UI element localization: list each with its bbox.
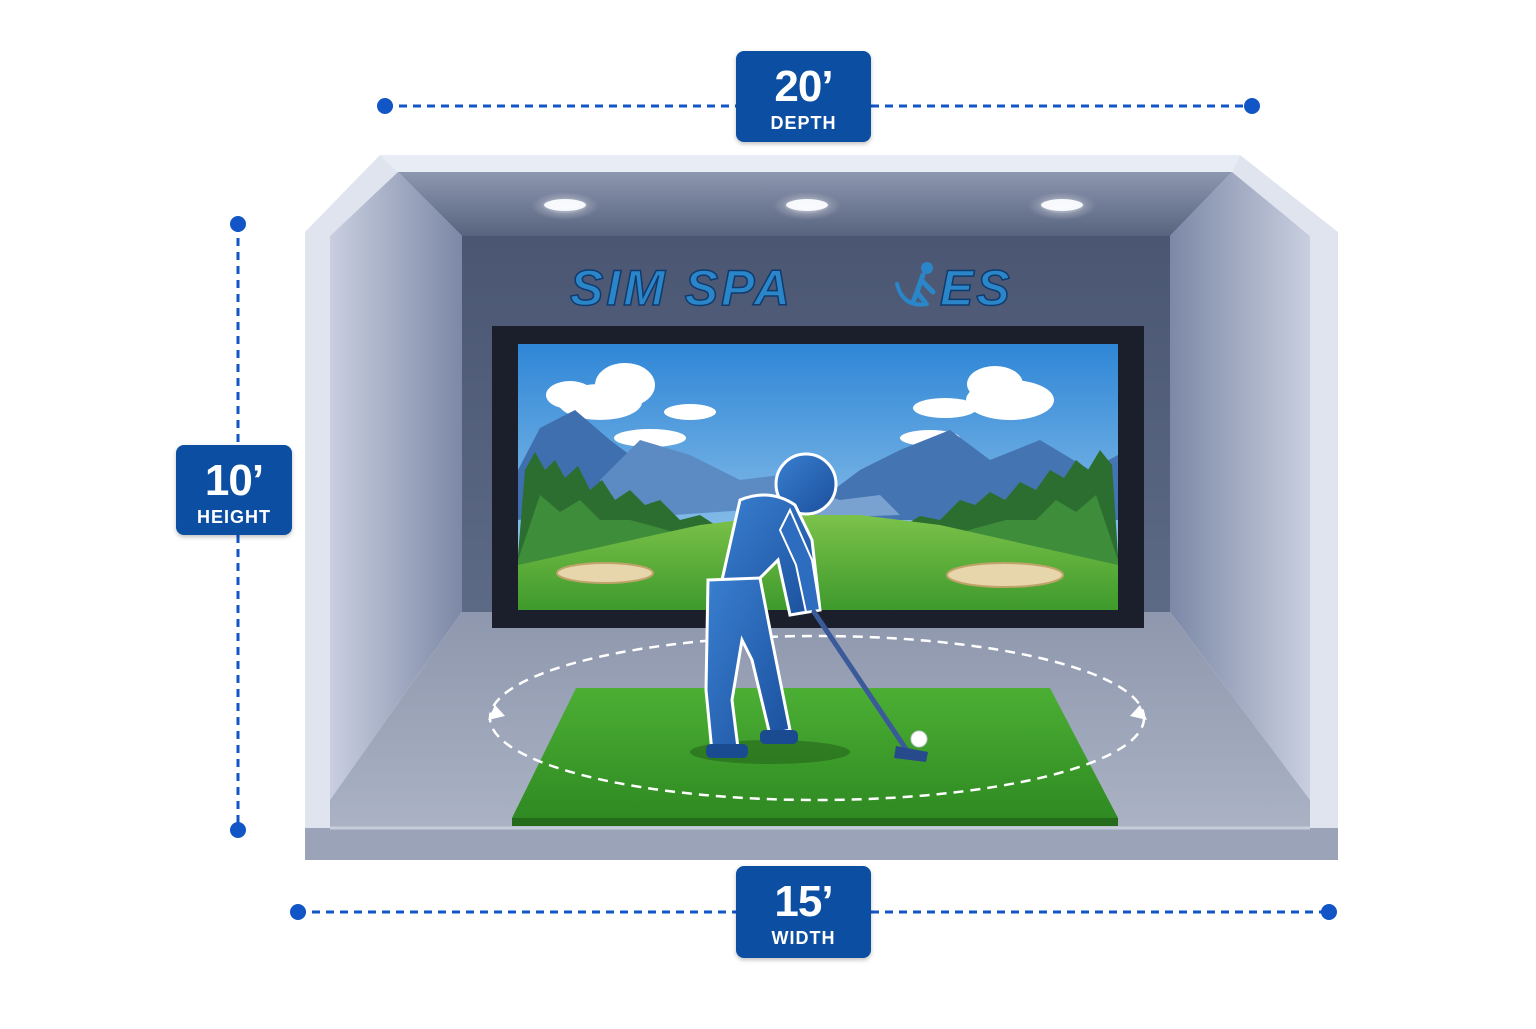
depth-value: 20’ — [774, 62, 833, 111]
depth-badge: 20’ DEPTH — [736, 51, 871, 142]
width-badge: 15’ WIDTH — [736, 866, 871, 958]
depth-label: DEPTH — [770, 113, 837, 133]
top-rim — [380, 155, 1240, 172]
left-wall-edge — [305, 155, 398, 828]
golfer-figure — [690, 452, 928, 764]
clouds — [546, 363, 1054, 447]
left-wall — [330, 172, 462, 800]
bunker — [556, 562, 654, 584]
golfer-logo-icon — [895, 262, 936, 307]
brand-name-part2: ES — [940, 260, 1013, 316]
width-dimension-line — [290, 904, 1337, 920]
ceiling-lights — [531, 192, 1096, 220]
bunker — [946, 562, 1064, 588]
right-wall-edge — [1232, 155, 1338, 828]
dimension-lines — [230, 98, 1337, 920]
depth-dimension-line — [377, 98, 1260, 114]
swing-zone — [488, 634, 1147, 802]
height-badge: 10’ HEIGHT — [176, 445, 292, 535]
swing-arrow-right-icon — [1130, 705, 1147, 720]
brand-logo: SIM SPA ES — [569, 259, 1013, 317]
right-wall — [1170, 172, 1310, 800]
floor-base — [305, 828, 1338, 860]
width-value: 15’ — [774, 877, 833, 926]
width-label: WIDTH — [771, 928, 836, 948]
simulator-screen — [492, 326, 1144, 628]
height-label: HEIGHT — [196, 507, 271, 527]
golf-ball-icon — [910, 730, 928, 748]
height-value: 10’ — [204, 456, 264, 505]
brand-name-part1: SIM SPA — [570, 260, 793, 316]
height-dimension-line — [230, 216, 246, 838]
swing-arrow-left-icon — [488, 705, 505, 720]
